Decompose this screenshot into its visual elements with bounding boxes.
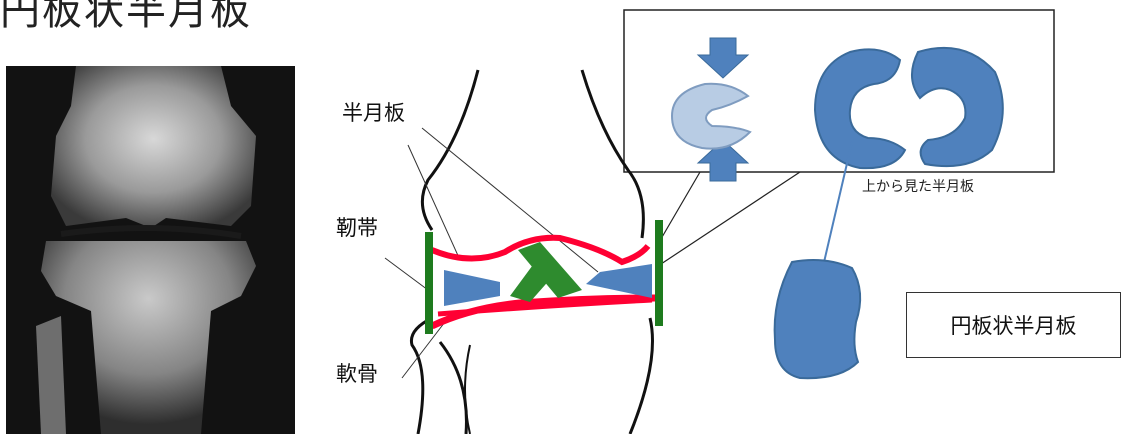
meniscus-leader-1: [408, 145, 460, 260]
inset-callout-line-upper: [658, 172, 700, 244]
discoid-meniscus-shape: [775, 260, 861, 378]
fibula-outline: [440, 342, 466, 434]
compressed-meniscus-shape: [672, 84, 750, 149]
label-cartilage: 軟骨: [336, 358, 378, 388]
meniscus-left: [444, 270, 500, 306]
femur-outline-right: [582, 70, 643, 238]
tibia-outline-left: [411, 318, 432, 434]
top-view-caption: 上から見た半月板: [862, 176, 974, 196]
top-view-meniscus-medial: [815, 49, 905, 168]
inset-callout-line-lower: [658, 172, 800, 266]
discoid-meniscus-label: 円板状半月板: [906, 292, 1121, 358]
arrow-down-icon: [698, 38, 748, 78]
label-ligament: 靭帯: [336, 212, 378, 242]
ligament-leader: [385, 258, 428, 290]
lateral-collateral-ligament: [655, 220, 663, 326]
label-meniscus: 半月板: [342, 97, 405, 127]
meniscus-right: [586, 264, 652, 298]
femur-outline-left: [422, 70, 478, 230]
tibia-outline-right: [630, 318, 653, 434]
medial-collateral-ligament: [425, 232, 433, 334]
top-view-meniscus-lateral: [912, 48, 1003, 166]
